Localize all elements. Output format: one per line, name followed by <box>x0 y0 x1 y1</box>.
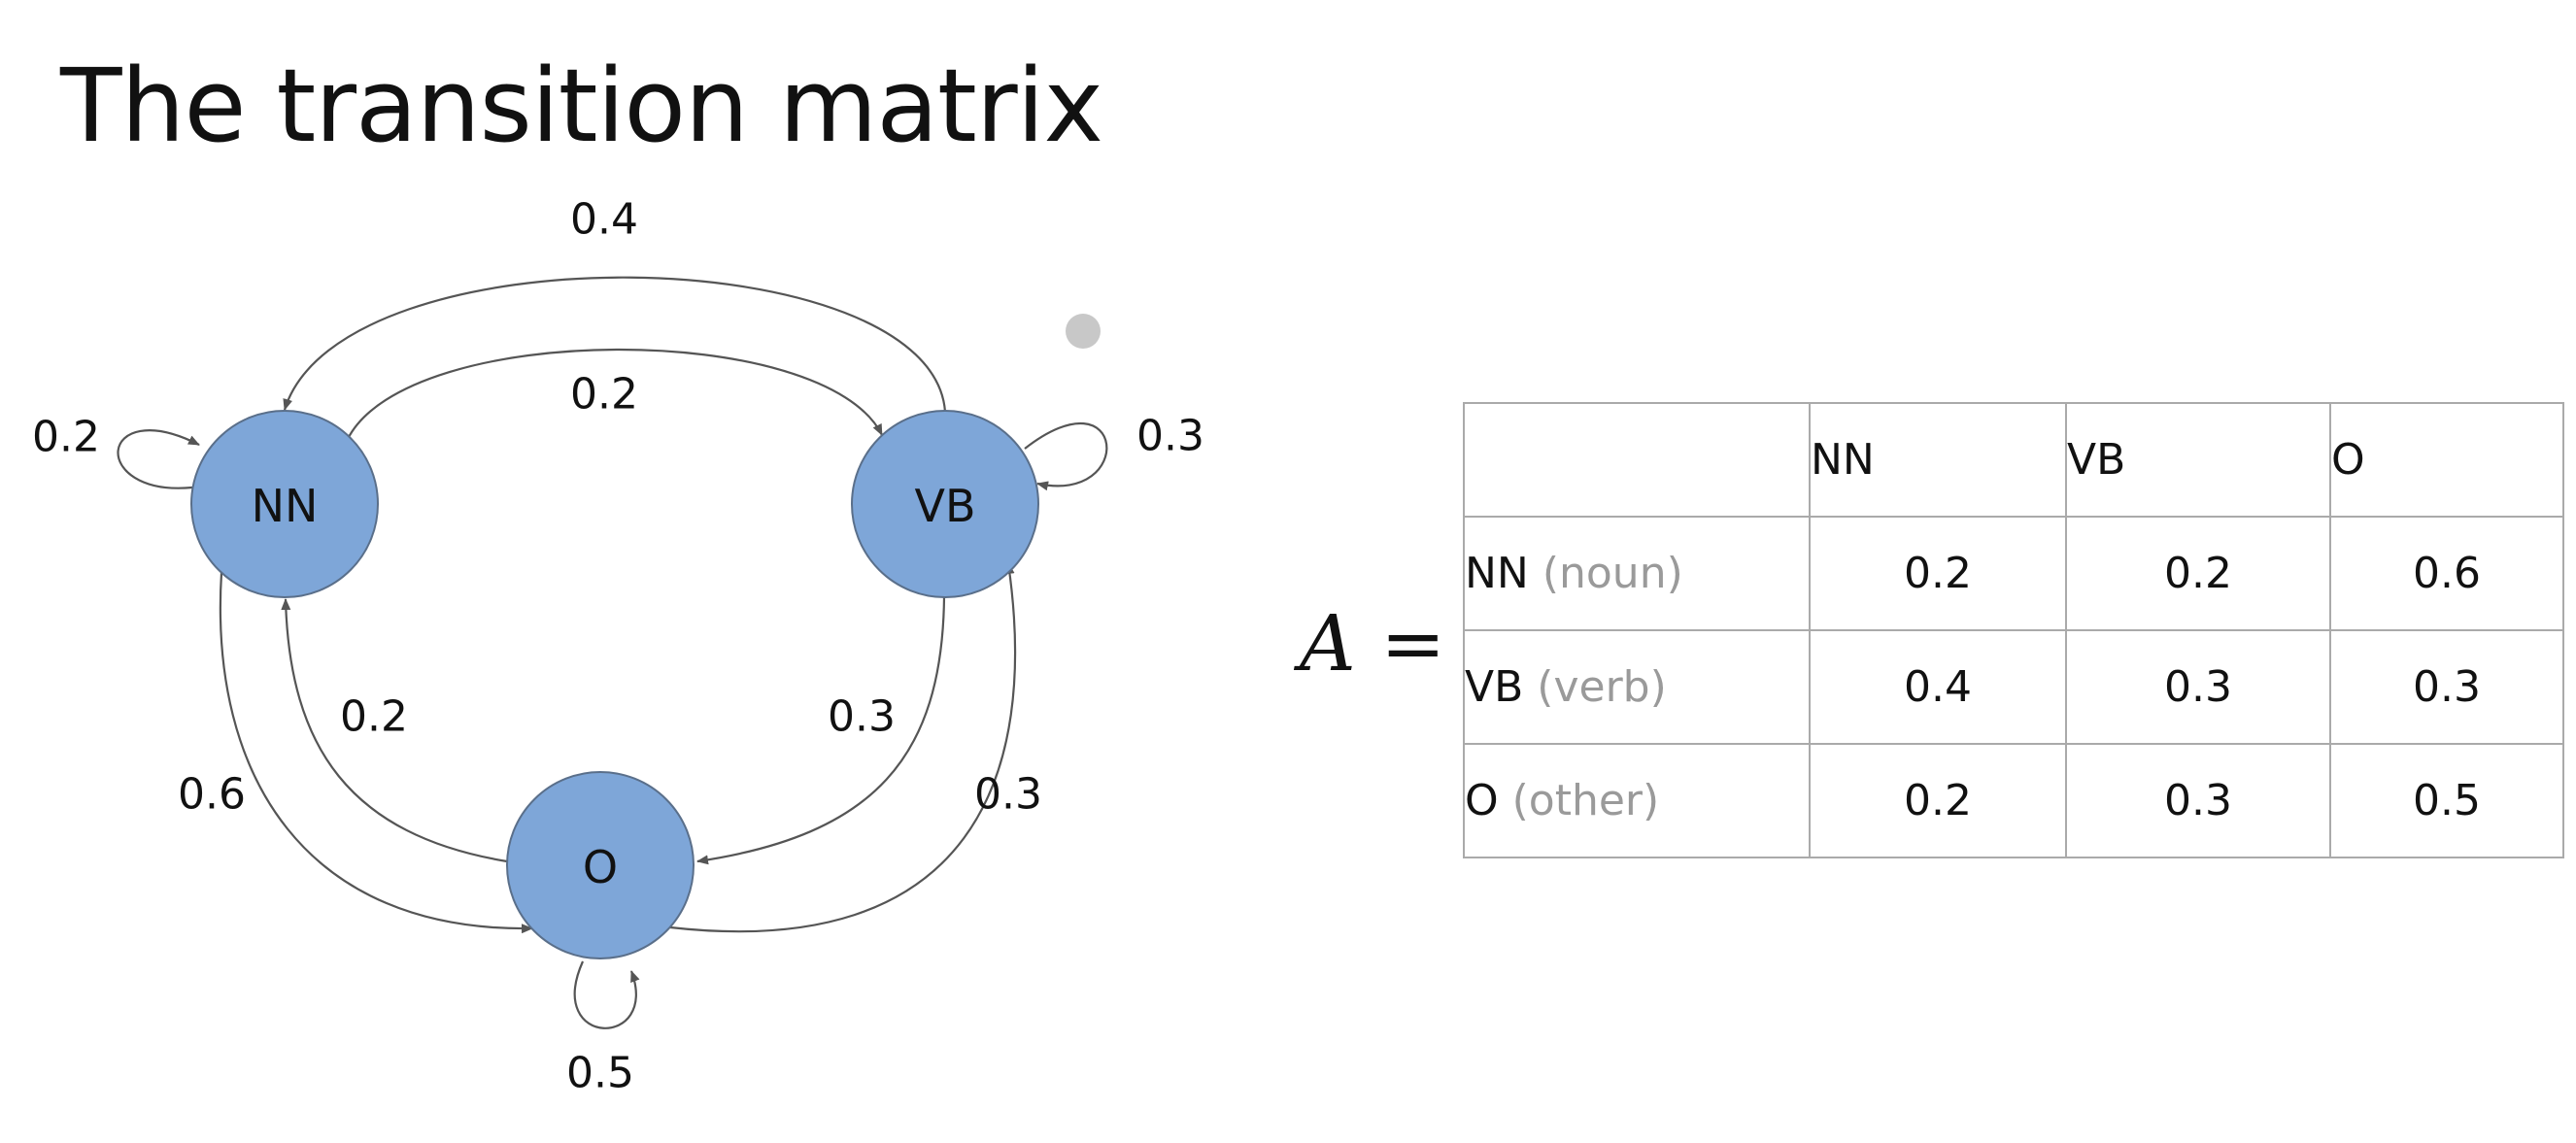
matrix-row-nn: NN (noun) 0.2 0.2 0.6 <box>1463 516 2564 631</box>
state-node-o <box>506 771 695 959</box>
slide-title: The transition matrix <box>60 47 1103 165</box>
edge-o-self <box>573 960 640 1029</box>
row-desc-vb: (verb) <box>1537 662 1667 712</box>
transition-matrix-table: NN VB O NN (noun) 0.2 0.2 0.6 VB (verb) … <box>1463 402 2564 858</box>
row-tag-vb: VB <box>1465 662 1524 712</box>
edge-nn-self <box>117 429 200 489</box>
state-node-vb <box>851 410 1039 598</box>
equals-sign: = <box>1380 598 1446 689</box>
matrix-row-vb: VB (verb) 0.4 0.3 0.3 <box>1463 629 2564 745</box>
row-desc-o: (other) <box>1511 776 1660 825</box>
prob-nn-to-vb: 0.2 <box>570 370 638 420</box>
col-header-nn: NN <box>1809 402 2067 518</box>
state-node-nn <box>190 410 379 598</box>
row-header-nn: NN (noun) <box>1463 516 1811 631</box>
state-label-nn: NN <box>252 480 319 532</box>
matrix-corner-cell <box>1463 402 1811 518</box>
col-header-vb: VB <box>2065 402 2331 518</box>
prob-vb-self: 0.3 <box>1136 412 1204 461</box>
row-tag-o: O <box>1465 776 1499 825</box>
prob-o-to-vb: 0.3 <box>974 770 1042 820</box>
prob-nn-to-o: 0.6 <box>178 770 246 820</box>
matrix-cell-vb-vb: 0.3 <box>2065 629 2331 745</box>
matrix-row-o: O (other) 0.2 0.3 0.5 <box>1463 743 2564 858</box>
edge-o-to-nn <box>281 598 508 863</box>
matrix-cell-o-o: 0.5 <box>2329 743 2564 858</box>
matrix-cell-o-nn: 0.2 <box>1809 743 2067 858</box>
state-label-o: O <box>583 841 618 893</box>
matrix-cell-vb-o: 0.3 <box>2329 629 2564 745</box>
edge-nn-to-o <box>219 572 533 934</box>
row-desc-nn: (noun) <box>1542 549 1683 598</box>
matrix-cell-nn-o: 0.6 <box>2329 516 2564 631</box>
matrix-cell-nn-vb: 0.2 <box>2065 516 2331 631</box>
edge-vb-to-nn <box>283 276 947 413</box>
matrix-cell-o-vb: 0.3 <box>2065 743 2331 858</box>
prob-o-to-nn: 0.2 <box>340 692 408 742</box>
state-transition-diagram: NN VB O 0.4 0.2 0.2 0.3 0.2 0.3 0.6 0.3 … <box>32 195 1204 1098</box>
edge-vb-to-o <box>696 596 946 865</box>
matrix-variable: A <box>1300 598 1356 689</box>
row-tag-nn: NN <box>1465 549 1529 598</box>
prob-nn-self: 0.2 <box>32 413 100 462</box>
edge-vb-self <box>1024 422 1108 491</box>
state-label-vb: VB <box>914 480 975 532</box>
edge-nn-to-vb <box>347 348 883 440</box>
edge-o-to-vb <box>669 562 1017 933</box>
col-header-o: O <box>2329 402 2564 518</box>
matrix-header-row: NN VB O <box>1463 402 2564 518</box>
matrix-cell-nn-nn: 0.2 <box>1809 516 2067 631</box>
matrix-cell-vb-nn: 0.4 <box>1809 629 2067 745</box>
row-header-vb: VB (verb) <box>1463 629 1811 745</box>
prob-o-self: 0.5 <box>566 1049 634 1098</box>
prob-vb-to-o: 0.3 <box>828 692 896 742</box>
matrix-equation-label: A = <box>1300 598 1445 689</box>
row-header-o: O (other) <box>1463 743 1811 858</box>
prob-vb-to-nn: 0.4 <box>570 195 638 245</box>
pointer-dot <box>1066 314 1101 349</box>
